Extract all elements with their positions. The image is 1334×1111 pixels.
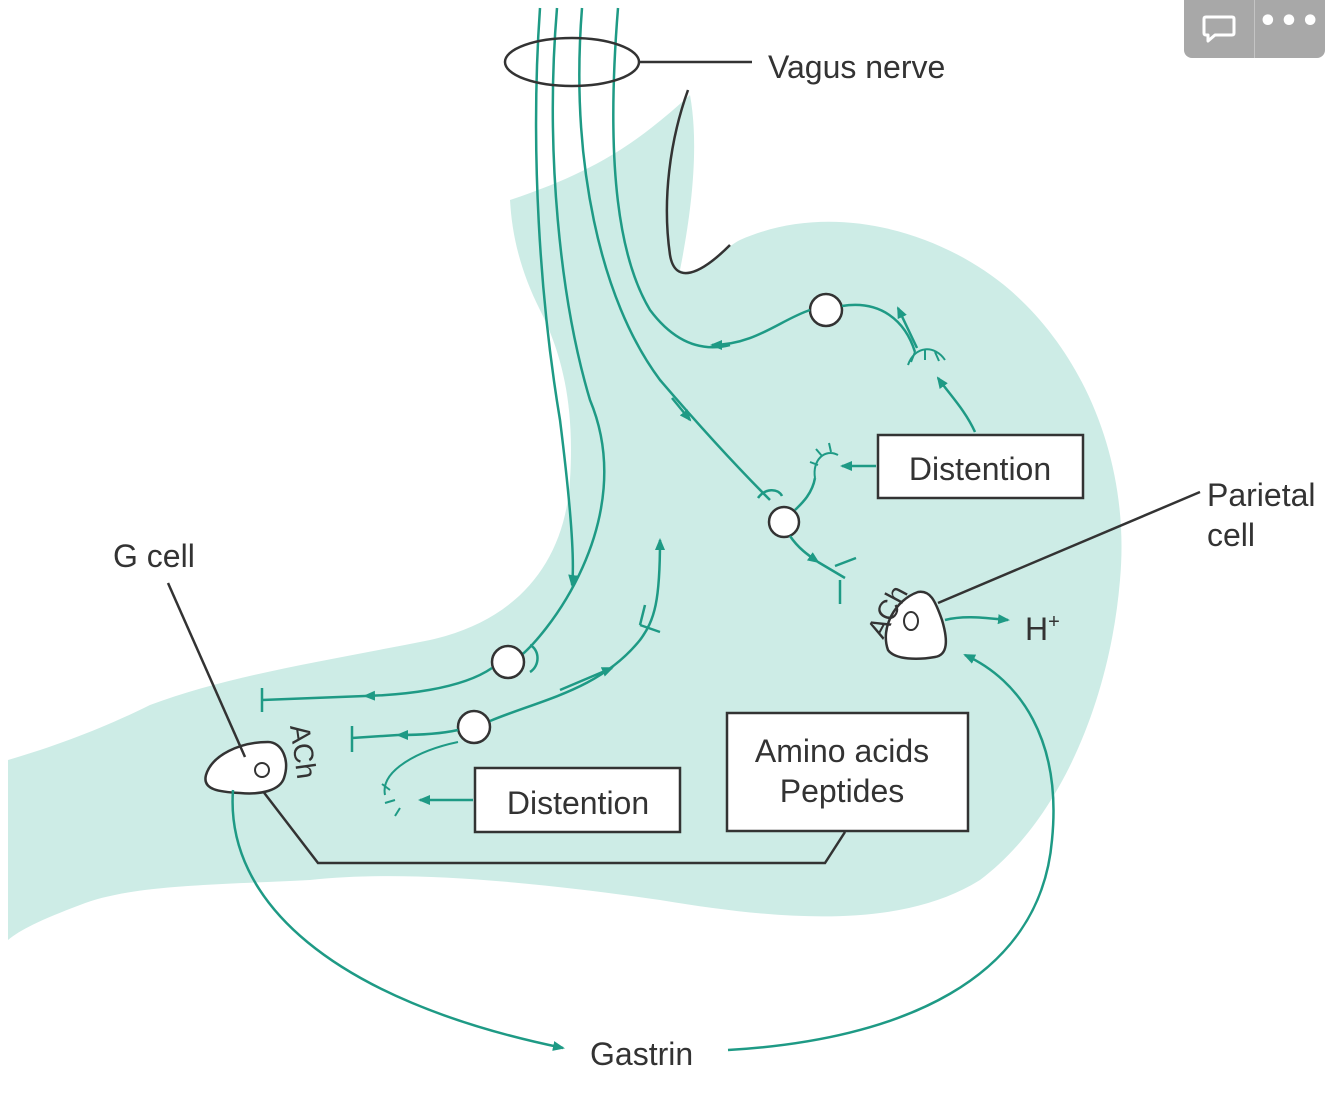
stretch-receptor-mid [809,442,839,479]
neuron-a-efferent [363,666,493,701]
parietal-label-line1: Parietal [1207,477,1316,513]
ach-label-gcell: ACh [284,723,322,781]
more-dots-icon: ••• [1258,4,1322,39]
neuron-parietal [767,505,801,539]
upper-afferent-arrowhead [896,306,919,349]
stretch-receptor-lower [381,741,459,817]
neuron-b-afferent [489,538,665,723]
distention-box-lower [473,766,682,834]
peptides-label: Peptides [780,773,905,809]
upper-afferent [841,303,917,353]
parietal-label-line2: cell [1207,517,1255,553]
distention-to-receptor-arrow [936,376,977,433]
g-cell-nucleus [254,762,270,778]
antrum-fork [638,604,661,634]
esophagus-outline [665,89,731,275]
vagus-nerve-fibers [514,7,771,662]
distention-box-upper [876,433,1085,500]
nerve-ending-parietal [817,556,857,604]
neuron-lower-a [490,644,526,680]
fiber-arrow [671,397,692,422]
h-plus-arrow [944,614,1010,625]
speech-bubble-icon [1202,15,1236,43]
neuron-b-afferent-arrow [559,666,614,692]
parietal-cell [884,590,948,660]
stretch-receptor-upper [907,348,946,366]
parietal-cell-nucleus [903,611,919,631]
neuron-a-ending [260,688,366,712]
parietal-label-line [937,490,1201,605]
vagus-nerve-bundle [503,36,641,88]
vagus-nerve-label: Vagus nerve [768,49,945,85]
g-cell-label: G cell [113,538,195,574]
neuron-b-efferent [396,728,459,740]
synapse-upper [756,489,784,499]
neuron-upper [808,292,844,328]
gastrin-path-out [231,789,565,1051]
amino-acids-label: Amino acids [755,733,929,769]
distention-label-upper: Distention [909,451,1051,487]
gastrin-path-return [727,653,1055,1052]
neuron-b-ending [350,726,399,752]
upper-efferent [710,308,811,350]
receptor-to-neuron-path [794,477,817,511]
viewer-toolbar: ••• [1184,0,1325,58]
neuron-lower-b [456,709,492,745]
amino-acids-box [725,711,970,833]
more-options-button[interactable]: ••• [1254,0,1325,58]
neuron-to-parietal-arrow [788,535,820,564]
h-plus-label: H+ [1025,611,1060,647]
comment-button[interactable] [1184,0,1254,58]
synapse-lower-a [529,643,539,674]
g-cell-label-line [166,582,247,758]
gastrin-label: Gastrin [590,1036,693,1072]
distention-label-lower: Distention [507,785,649,821]
amino-to-gcell-line [261,789,847,865]
